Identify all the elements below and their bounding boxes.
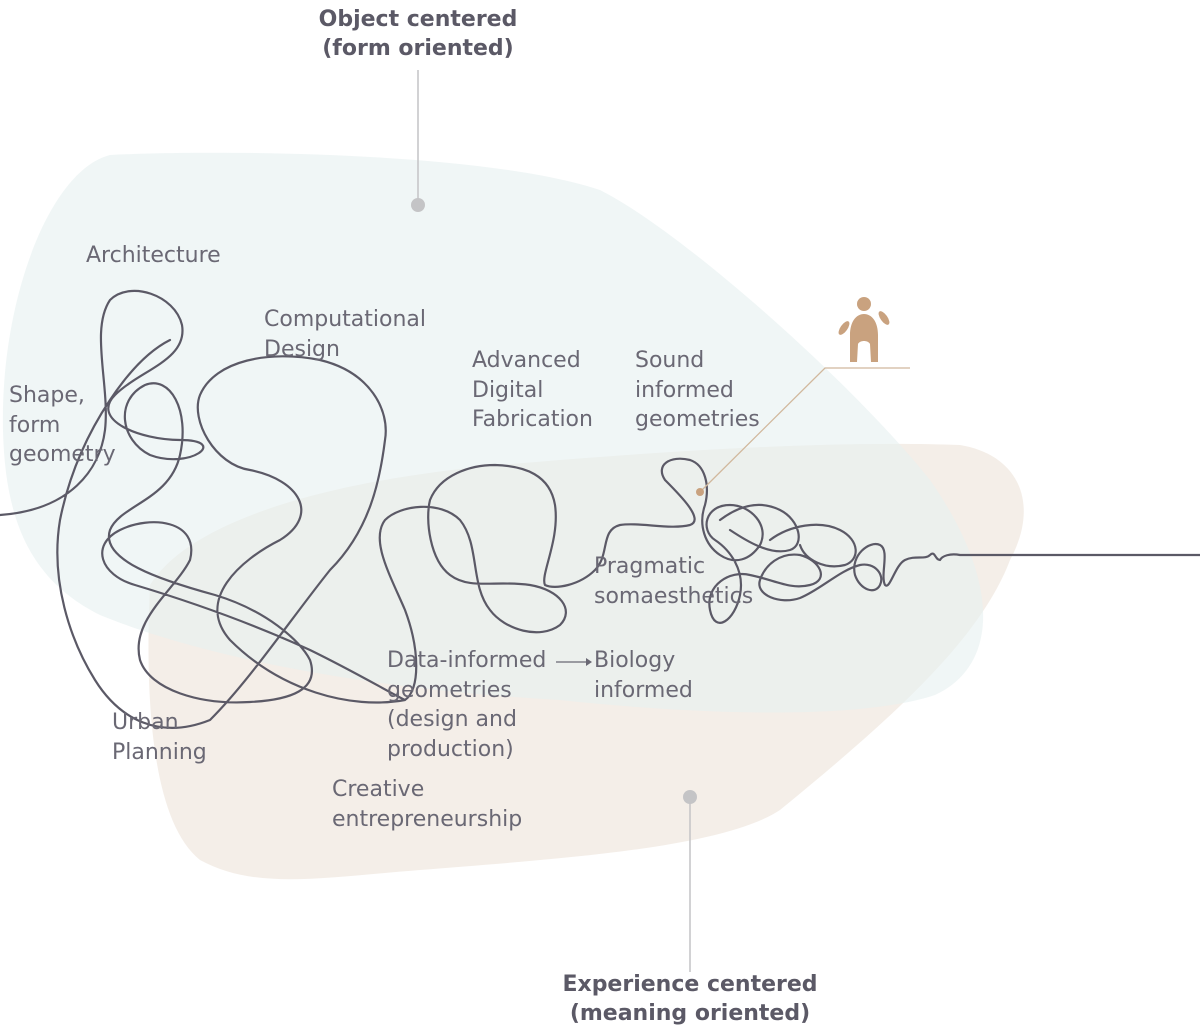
label-creative-entrepreneurship: Creative entrepreneurship bbox=[332, 777, 523, 832]
label-shape-form-geometry: Shape, form geometry bbox=[9, 383, 116, 467]
object-centered-region bbox=[2, 152, 984, 713]
object-connector-dot bbox=[411, 198, 425, 212]
exploration-thread bbox=[0, 289, 1200, 729]
label-urban-planning: Urban Planning bbox=[112, 710, 207, 765]
label-pragmatic-somaesthetics: Pragmatic somaesthetics bbox=[594, 554, 754, 609]
label-architecture: Architecture bbox=[86, 243, 221, 268]
person-figure-icon bbox=[838, 297, 890, 362]
label-advanced-digital-fabrication: Advanced Digital Fabrication bbox=[472, 348, 593, 432]
person-callout-dot bbox=[696, 488, 704, 496]
label-data-informed-geometries: Data-informed geometries (design and pro… bbox=[387, 648, 547, 762]
person-callout-line bbox=[699, 367, 910, 493]
experience-centered-title-line1: Experience centered bbox=[562, 972, 818, 997]
arrow-data-to-biology bbox=[556, 658, 592, 666]
label-biology-informed: Biology informed bbox=[594, 648, 693, 703]
object-centered-title-line2: (form oriented) bbox=[322, 36, 514, 61]
experience-connector-dot bbox=[683, 790, 697, 804]
object-centered-title: Object centered (form oriented) bbox=[268, 5, 568, 63]
object-centered-title-line1: Object centered bbox=[318, 7, 518, 32]
experience-centered-title-line2: (meaning oriented) bbox=[569, 1001, 811, 1026]
label-sound-informed-geometries: Sound informed geometries bbox=[635, 348, 760, 432]
experience-centered-title: Experience centered (meaning oriented) bbox=[530, 970, 850, 1028]
label-computational-design: Computational Design bbox=[264, 307, 427, 362]
